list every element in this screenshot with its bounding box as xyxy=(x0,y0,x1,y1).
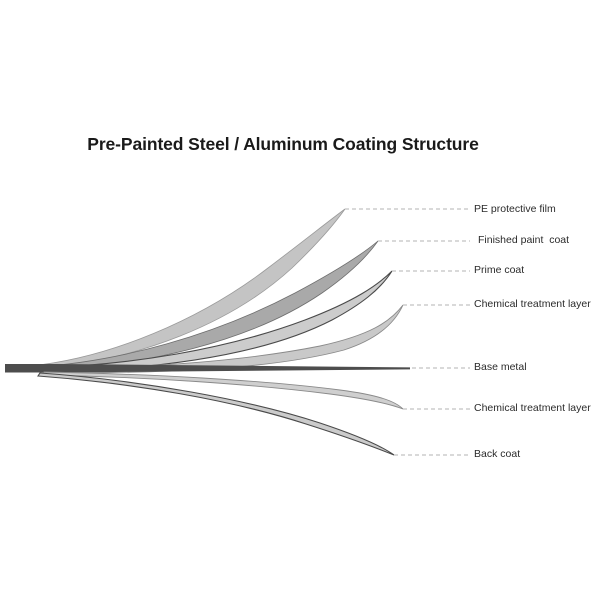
page-title: Pre-Painted Steel / Aluminum Coating Str… xyxy=(87,134,479,154)
label-prime-coat: Prime coat xyxy=(474,264,525,276)
layer-back-coat[interactable] xyxy=(37,372,395,456)
label-back-coat: Back coat xyxy=(474,448,521,460)
label-pe-protective-film: PE protective film xyxy=(474,203,556,215)
layer-base-metal[interactable] xyxy=(5,364,410,373)
leader-lines xyxy=(345,208,470,456)
label-finished-paint-coat: Finished paint coat xyxy=(478,234,570,246)
layer-finished-paint-coat[interactable] xyxy=(33,240,379,372)
finished-paint-coat-shape xyxy=(33,240,379,372)
label-chemical-treatment-layer-bottom: Chemical treatment layer xyxy=(474,402,591,414)
label-chemical-treatment-layer-top: Chemical treatment layer xyxy=(474,298,591,310)
label-base-metal: Base metal xyxy=(474,361,527,373)
back-coat-shape xyxy=(37,372,395,456)
layer-chemical-treatment-bottom[interactable] xyxy=(41,371,404,410)
base-metal-shape xyxy=(5,364,410,373)
chemical-treatment-bottom-shape xyxy=(41,371,404,410)
